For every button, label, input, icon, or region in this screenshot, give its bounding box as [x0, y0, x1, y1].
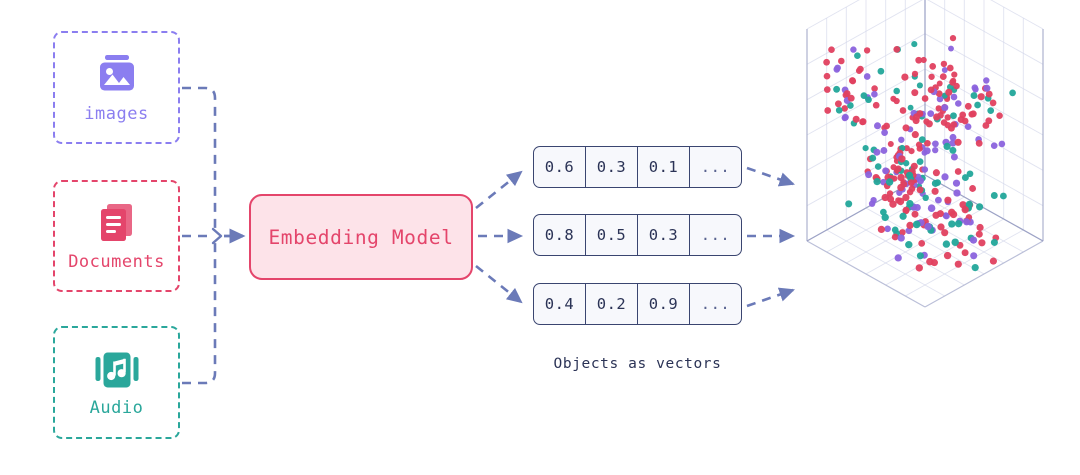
source-label-audio: Audio: [89, 397, 144, 418]
vector-cell: 0.6: [534, 147, 586, 187]
wire-images-to-bus: [182, 86, 217, 230]
source-label-images: images: [84, 103, 149, 124]
documents-icon: [94, 201, 140, 245]
wire-model-to-vector-2: [475, 264, 523, 304]
vector-cell: 0.3: [586, 147, 638, 187]
vector-row[interactable]: 0.8 0.5 0.3 ...: [533, 214, 742, 256]
wire-junction-chevron: [211, 227, 223, 245]
vector-cell-ellipsis: ...: [700, 295, 731, 313]
vector-cell-ellipsis: ...: [700, 226, 731, 244]
audio-icon: [94, 349, 140, 391]
source-card-audio[interactable]: Audio: [53, 326, 180, 439]
cube-grid: [806, 0, 1044, 308]
vector-cell: 0.2: [586, 284, 638, 324]
vector-row[interactable]: 0.6 0.3 0.1 ...: [533, 146, 742, 188]
vectors-caption: Objects as vectors: [553, 356, 722, 372]
wire-model-to-vector-0: [475, 170, 523, 210]
vector-cell-ellipsis: ...: [700, 158, 731, 176]
source-label-documents: Documents: [68, 252, 165, 272]
vector-cell: 0.9: [638, 284, 690, 324]
wire-vector-2-to-scatter: [746, 287, 795, 308]
embedding-model-box[interactable]: Embedding Model: [249, 194, 473, 280]
vector-cell: 0.8: [534, 215, 586, 255]
wire-vector-0-to-scatter: [746, 166, 795, 187]
vector-cell: 0.5: [586, 215, 638, 255]
vector-row[interactable]: 0.4 0.2 0.9 ...: [533, 283, 742, 325]
source-card-documents[interactable]: Documents: [53, 180, 180, 292]
embedding-model-label: Embedding Model: [268, 225, 454, 249]
vector-cell: 0.4: [534, 284, 586, 324]
vector-cell: 0.3: [638, 215, 690, 255]
vector-cell: 0.1: [638, 147, 690, 187]
image-icon: [94, 53, 140, 97]
wire-audio-to-bus: [182, 240, 217, 385]
source-card-images[interactable]: images: [53, 31, 180, 144]
scatter-points: [823, 34, 1016, 272]
